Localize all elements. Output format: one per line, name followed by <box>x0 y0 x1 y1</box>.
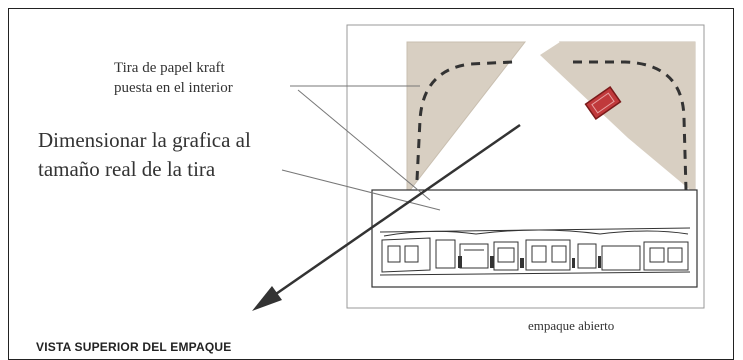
strip-label-line2: puesta en el interior <box>114 80 233 96</box>
dimension-note-line2: tamaño real de la tira <box>38 157 216 181</box>
red-tag <box>584 85 622 121</box>
strip-label-line1: Tira de papel kraft <box>114 60 225 76</box>
view-title: VISTA SUPERIOR DEL EMPAQUE <box>36 340 232 354</box>
leader-line-dimension <box>281 169 441 211</box>
sketch-details <box>458 256 601 268</box>
fold-line-right <box>573 60 688 191</box>
fold-line-left <box>415 60 514 181</box>
leader-line-strip-2 <box>297 89 431 201</box>
view-arrow-line <box>259 123 521 307</box>
street-sketch <box>379 227 691 276</box>
dimension-note-line1: Dimensionar la grafica al <box>38 128 251 152</box>
kraft-strip-right-fill <box>540 42 695 194</box>
open-package-caption: empaque abierto <box>528 318 615 333</box>
view-arrow-head <box>252 286 282 311</box>
